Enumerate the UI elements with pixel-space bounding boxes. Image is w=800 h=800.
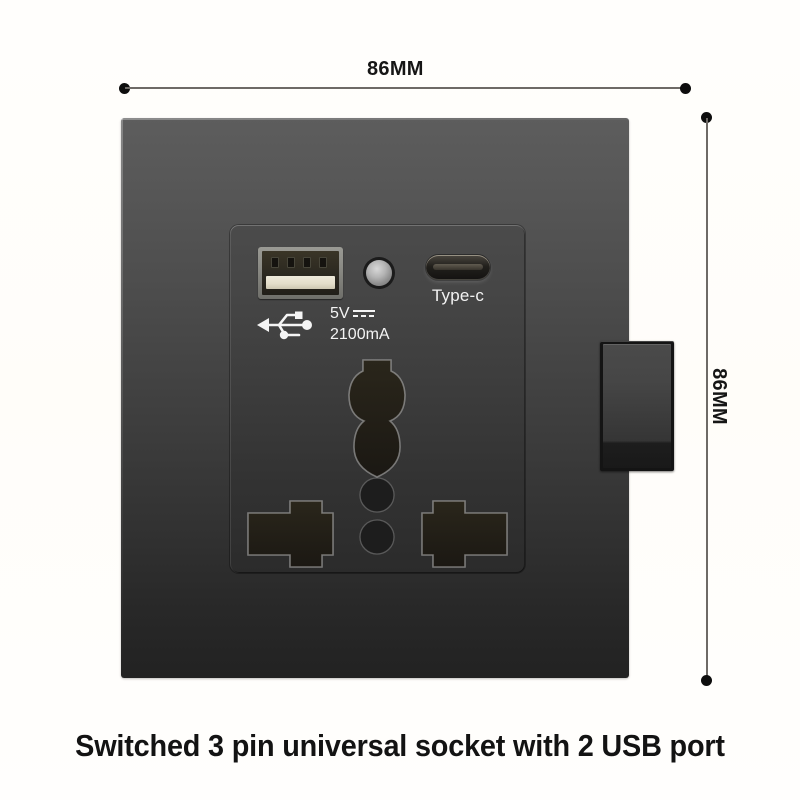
usb-contact [287,257,295,268]
led-indicator-icon [366,260,392,286]
usb-trident-icon [257,311,312,340]
usb-a-port[interactable] [258,247,343,299]
dc-current-icon [352,308,375,320]
round-pin-opening [359,519,395,555]
usb-contact [319,257,327,268]
earth-pin-opening [348,359,406,478]
rating-voltage-row: 5V [330,303,390,324]
rocker-switch[interactable] [600,341,674,471]
rating-current: 2100mA [330,326,390,343]
round-pin-opening [359,477,395,513]
height-dimension-dot-bottom [701,675,712,686]
usb-a-cavity [262,251,339,295]
product-caption: Switched 3 pin universal socket with 2 U… [75,728,725,763]
socket-inner-face: Type-c 5V [230,225,674,573]
usb-contact [271,257,279,268]
power-rating: 5V 2100mA [330,303,390,345]
type-c-slot [433,264,483,270]
right-blade-opening [421,500,508,568]
width-dimension-label: 86MM [367,58,424,80]
height-dimension-dot-top [701,112,712,123]
width-dimension-dot-left [119,83,130,94]
height-dimension-label: 86MM [707,368,730,425]
type-c-label: Type-c [431,286,485,305]
width-dimension-line [125,87,686,89]
usb-a-tongue [266,276,335,289]
socket-faceplate: Type-c 5V [121,118,674,678]
width-dimension-dot-right [680,83,691,94]
usb-contact [303,257,311,268]
rocker-switch-face [603,344,671,468]
usb-type-c-port[interactable] [426,255,490,280]
rating-voltage: 5V [330,305,350,322]
left-blade-opening [247,500,334,568]
height-dimension-line [706,118,708,681]
